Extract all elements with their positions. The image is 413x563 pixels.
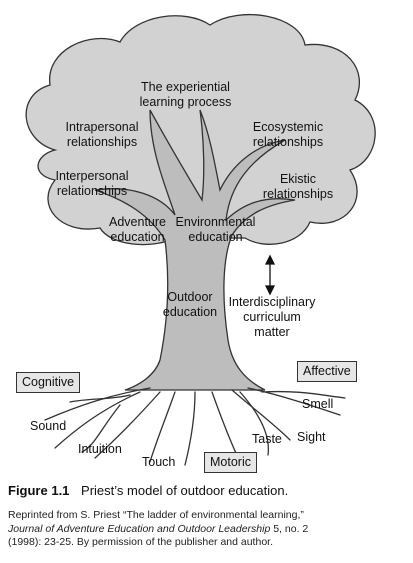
label-interdisciplinary: Interdisciplinary curriculum matter [228, 295, 316, 339]
label-sound: Sound [30, 419, 67, 433]
label-taste: Taste [252, 432, 282, 446]
figure-number: Figure 1.1 [8, 483, 70, 498]
double-arrow [264, 254, 276, 296]
credit-journal: Journal of Adventure Education and Outdo… [8, 522, 271, 535]
figure-caption: Figure 1.1 Priest’s model of outdoor edu… [8, 483, 403, 498]
credit-volume: 5, no. 2 [270, 522, 309, 535]
label-interpersonal: Interpersonal relationships [55, 169, 129, 198]
tree-roots [44, 387, 346, 466]
label-touch: Touch [142, 455, 176, 469]
label-smell: Smell [302, 397, 334, 411]
tree-illustration [25, 13, 376, 466]
label-environmental-education: Environmental education [175, 215, 256, 244]
credit-line1: Reprinted from S. Priest “The ladder of … [8, 509, 304, 521]
label-ekistic: Ekistic relationships [262, 172, 334, 201]
credit-line3: (1998): 23-25. By permission of the publ… [8, 536, 273, 548]
figure-credit: Reprinted from S. Priest “The ladder of … [8, 509, 406, 550]
caption-text: Priest’s model of outdoor education. [81, 483, 289, 498]
credit-line2: Journal of Adventure Education and Outdo… [8, 523, 406, 537]
tree-crown [25, 13, 376, 246]
label-adventure-education: Adventure education [109, 215, 166, 244]
tree-trunk [94, 109, 296, 391]
label-intrapersonal: Intrapersonal relationships [65, 120, 139, 149]
label-outdoor-education: Outdoor education [162, 290, 218, 319]
box-cognitive: Cognitive [16, 372, 81, 393]
label-sight: Sight [297, 430, 326, 444]
label-intuition: Intuition [78, 442, 122, 456]
box-motoric: Motoric [204, 452, 257, 473]
label-experiential-learning: The experiential learning process [139, 80, 232, 109]
box-affective: Affective [297, 361, 357, 382]
label-ecosystemic: Ecosystemic relationships [252, 120, 324, 149]
